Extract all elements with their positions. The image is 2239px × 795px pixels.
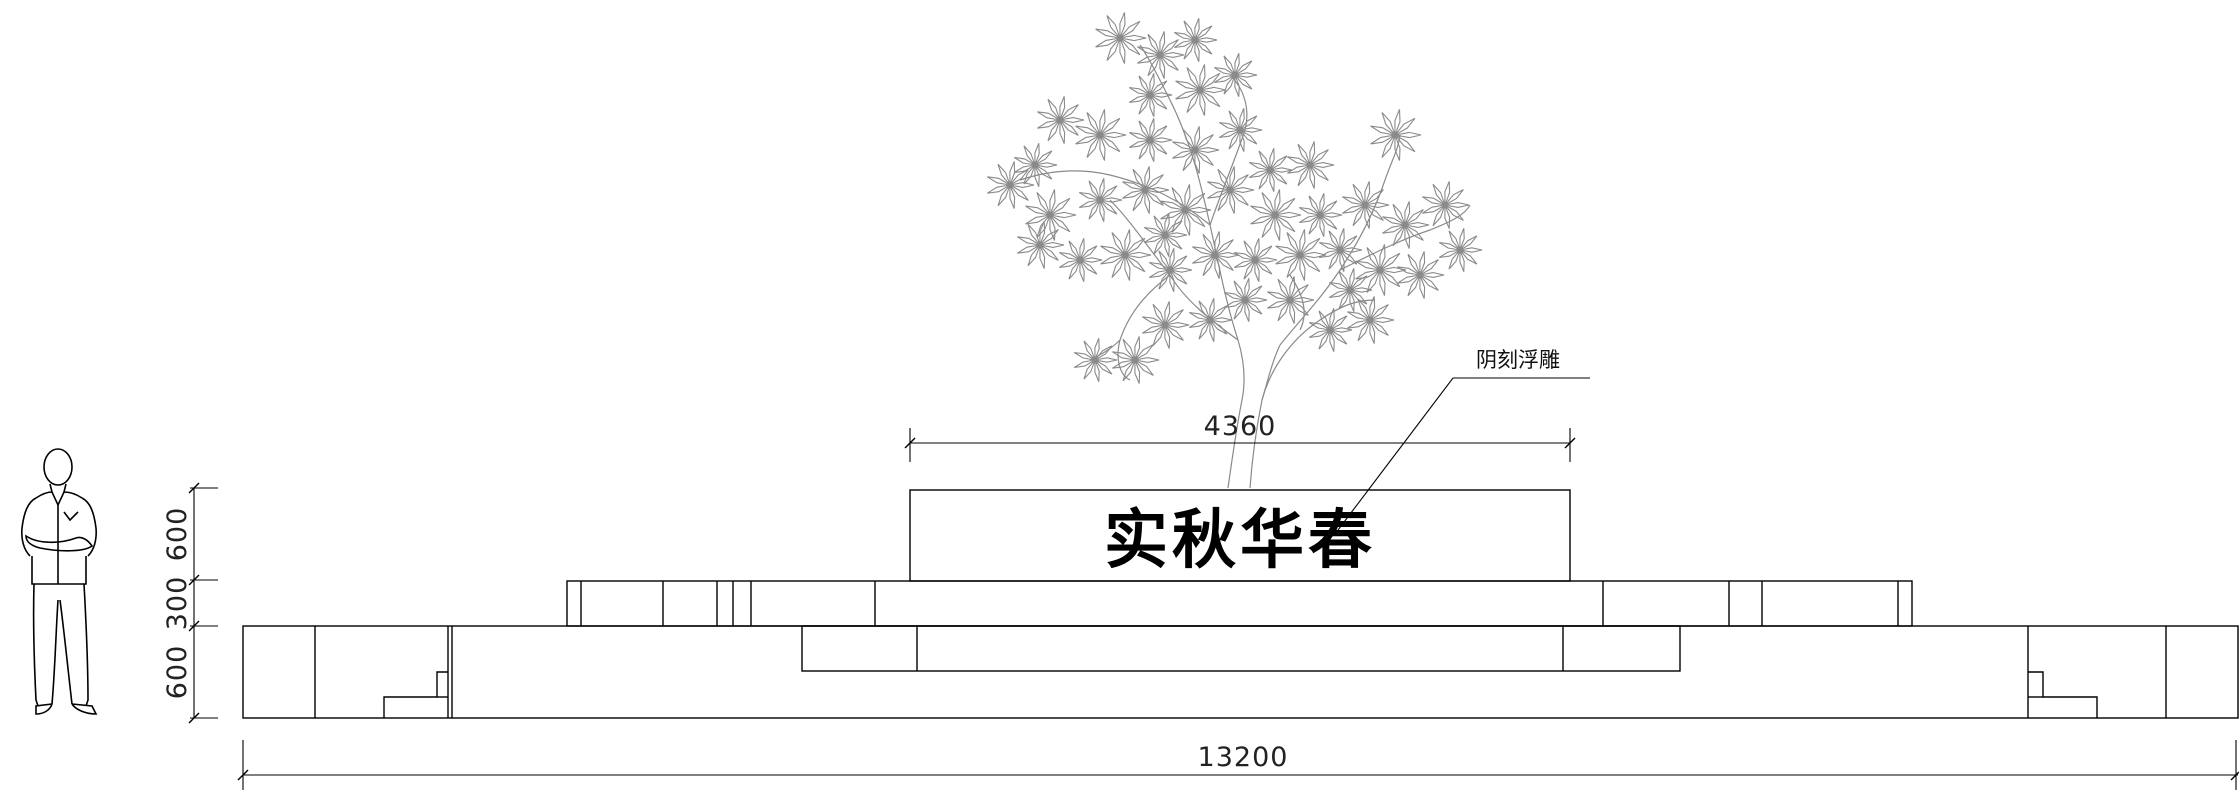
tree-trunk — [1227, 339, 1245, 489]
relief-callout: 阴刻浮雕 — [1334, 348, 1590, 535]
tree-foliage — [987, 12, 1483, 384]
tree-branch — [1289, 274, 1305, 331]
leaf-cluster — [1175, 64, 1227, 116]
total-width-dimension: 13200 — [237, 740, 2239, 790]
leaf-cluster — [1079, 178, 1123, 222]
leaf-cluster — [1037, 96, 1085, 144]
leaf-cluster — [1250, 189, 1302, 241]
leaf-cluster — [1224, 278, 1268, 322]
leaf-cluster — [1137, 31, 1185, 79]
leaf-cluster — [1189, 298, 1233, 342]
leaf-cluster — [1207, 166, 1255, 214]
leaf-cluster — [1174, 18, 1218, 62]
leaf-cluster — [1192, 231, 1240, 279]
dim-total-width: 13200 — [1198, 742, 1289, 773]
carving-text: 实秋华春 — [1104, 503, 1376, 578]
tree-branch — [1384, 134, 1401, 181]
callout-note: 阴刻浮雕 — [1476, 348, 1560, 372]
leaf-cluster — [1267, 276, 1315, 324]
leaf-cluster — [1122, 166, 1170, 214]
leaf-cluster — [1074, 338, 1118, 382]
leaf-cluster — [1014, 143, 1058, 187]
leaf-cluster — [1059, 238, 1103, 282]
leaf-cluster — [1355, 244, 1407, 296]
leaf-cluster — [1275, 229, 1327, 281]
leaf-cluster — [1422, 181, 1470, 229]
tree-branch — [1261, 299, 1376, 401]
leaf-cluster — [1319, 228, 1363, 272]
leaf-cluster — [1309, 308, 1353, 352]
dim-height-lower: 600 — [162, 645, 193, 700]
dim-height-middle: 300 — [162, 576, 193, 631]
leaf-cluster — [987, 161, 1035, 209]
leaf-cluster — [1370, 109, 1422, 161]
leaf-cluster — [1214, 53, 1258, 97]
tree-trunk-2 — [1249, 344, 1281, 489]
tree-branch — [1117, 274, 1171, 381]
leaf-cluster — [1299, 193, 1343, 237]
tree-branch — [1139, 44, 1171, 101]
leaf-cluster — [1287, 141, 1335, 189]
vertical-dimension: 600 300 600 — [162, 482, 218, 724]
leaf-cluster — [1397, 251, 1445, 299]
leaf-cluster — [1234, 238, 1278, 282]
leaf-cluster — [1017, 221, 1065, 269]
leaf-cluster — [1100, 229, 1152, 281]
leaf-cluster — [1129, 118, 1173, 162]
leaf-cluster — [1149, 248, 1193, 292]
tree-branch — [1339, 204, 1471, 271]
leaf-cluster — [1160, 184, 1212, 236]
leaf-cluster — [1142, 301, 1190, 349]
leaf-cluster — [1342, 181, 1390, 229]
leaf-cluster — [1439, 228, 1483, 272]
leaf-cluster — [1219, 108, 1263, 152]
leaf-cluster — [1144, 213, 1188, 257]
leaf-cluster — [1329, 268, 1373, 312]
leaf-cluster — [1129, 73, 1173, 117]
leaf-cluster — [1172, 126, 1220, 174]
dim-height-upper: 600 — [162, 507, 193, 562]
upper-stone-block: 实秋华春 — [909, 489, 1571, 582]
middle-tier — [566, 580, 1913, 627]
tree-branch — [1209, 74, 1248, 226]
standing-person-icon — [21, 448, 98, 715]
leaf-cluster — [1095, 12, 1147, 64]
leaf-cluster — [1025, 189, 1077, 241]
lower-base — [242, 625, 2239, 719]
dim-top-width: 4360 — [1204, 411, 1277, 442]
leaf-cluster — [1249, 148, 1293, 192]
leaf-cluster — [1075, 109, 1127, 161]
leaf-cluster — [1382, 201, 1430, 249]
top-width-dimension: 4360 — [904, 411, 1576, 462]
